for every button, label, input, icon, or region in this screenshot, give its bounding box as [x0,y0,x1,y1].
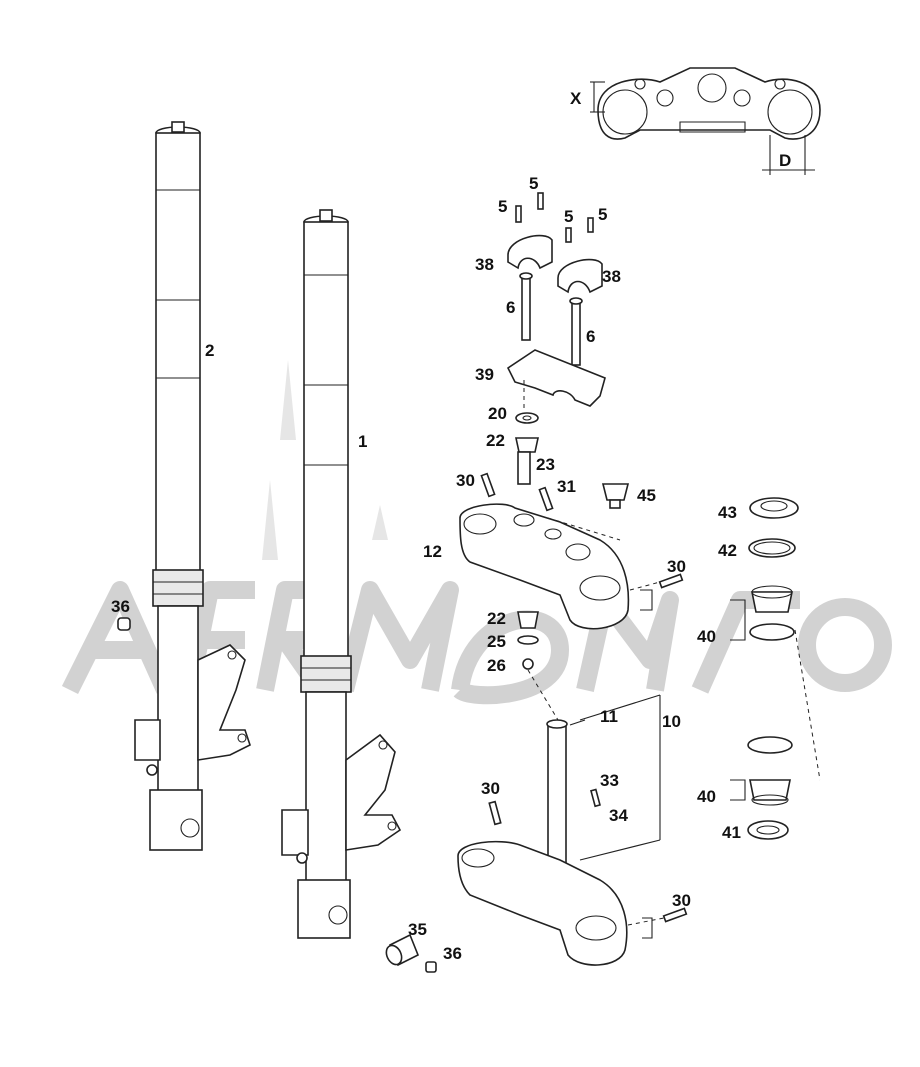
callout-screw-30-top: 30 [456,471,475,490]
spacer-and-nuts [117,617,437,973]
callout-fork-leg-right: 1 [358,432,367,451]
callout-upper-triple-clamp: 12 [423,542,442,561]
callout-washer-top: 20 [488,404,507,423]
callout-seal-lower: 41 [722,823,741,842]
callout-lower-triple-assembly: 10 [662,712,681,731]
lower-bushing-stack [517,611,539,670]
callout-sleeve: 23 [536,455,555,474]
callout-nut-lower: 26 [487,656,506,675]
callout-spacer: 35 [408,920,427,939]
lower-triple-clamp [457,719,688,966]
callout-bearing-lower: 40 [697,787,716,806]
callout-bushing-top: 22 [486,431,505,450]
callout-nut-36-left: 36 [111,597,130,616]
steering-bearing-set [747,497,821,840]
callout-seal-ring: 42 [718,541,737,560]
callout-screw-33: 33 [600,771,619,790]
callout-clamp-right: 38 [602,267,621,286]
dimension-label-d: D [779,151,791,170]
assembly-guide-lines [523,380,746,939]
callout-screw-31: 31 [557,477,576,496]
fork-leg-right [281,209,402,939]
fork-leg-left [134,121,251,851]
callout-washer-34: 34 [609,806,628,825]
callout-bearing-upper: 40 [697,627,716,646]
callout-screw-top-3: 5 [564,207,573,226]
callout-screw-30-side-upper: 30 [667,557,686,576]
callout-washer-lower: 25 [487,632,506,651]
callout-fork-leg-left: 2 [205,341,214,360]
callout-steering-stem: 11 [600,707,618,726]
dimension-label-x: X [570,89,582,108]
callout-screw-30-lower-top: 30 [481,779,500,798]
callout-screw-top-4: 5 [598,205,607,224]
callout-dust-cap: 43 [718,503,737,522]
callout-bushing-lower: 22 [487,609,506,628]
handlebar-clamp-group [506,192,606,407]
callout-screw-top-1: 5 [529,174,538,193]
callout-screw-top-2: 5 [498,197,507,216]
callout-clamp-left: 38 [475,255,494,274]
triple-clamp-dimension-sketch [590,67,821,175]
callout-bolt-right: 6 [586,327,595,346]
center-bushing-stack [515,412,539,485]
callout-screw-30-side-lower: 30 [672,891,691,910]
callout-nut-36-bottom: 36 [443,944,462,963]
callout-nut-45: 45 [637,486,656,505]
callout-bolt-left: 6 [506,298,515,317]
callout-bar-base: 39 [475,365,494,384]
upper-triple-clamp [459,472,684,630]
